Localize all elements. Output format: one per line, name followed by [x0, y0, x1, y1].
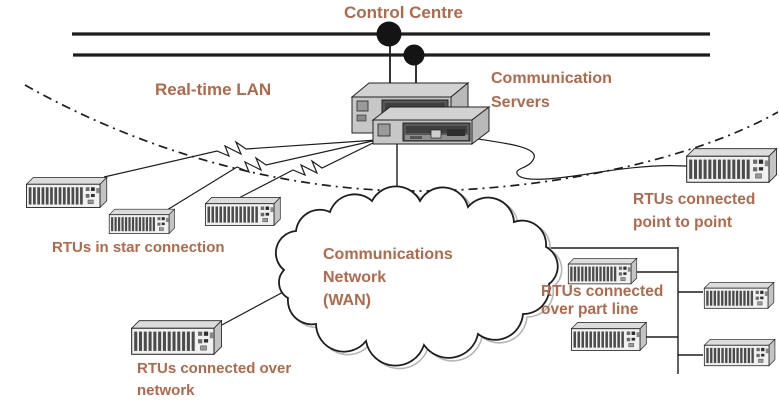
- wan-cloud: [274, 185, 563, 370]
- lan-node-dot-2: [403, 44, 425, 66]
- rtu-device-star-1: [26, 177, 108, 208]
- wan-label: Communications Network (WAN): [323, 243, 453, 312]
- rtu-device-partline-4: [703, 338, 776, 367]
- wan-label-line1: Communications: [323, 246, 453, 263]
- rtus-point-to-point-label-line1: RTUs connected: [633, 191, 756, 208]
- rtus-partline-label-line1: RTUs connected: [541, 283, 664, 300]
- star-connection-links: [103, 139, 378, 211]
- communication-server-lower: [371, 105, 491, 146]
- lan-node-dot-1: [376, 21, 402, 47]
- rtus-network-label: RTUs connected over network: [137, 358, 291, 402]
- star-link-2: [166, 139, 378, 211]
- field-boundary-dashdot-curve: [24, 84, 779, 192]
- realtime-lan-label: Real-time LAN: [155, 80, 272, 99]
- rtus-point-to-point-label: RTUs connected point to point: [633, 188, 755, 234]
- star-link-1: [103, 139, 378, 178]
- rtus-network-label-line1: RTUs connected over: [137, 360, 292, 377]
- star-link-3: [232, 140, 378, 202]
- rtus-star-label: RTUs in star connection: [52, 239, 225, 256]
- rtus-partline-label: RTUs connected over part line: [541, 283, 663, 319]
- control-centre-label: Control Centre: [344, 3, 463, 22]
- communication-servers-label: Communication Servers: [491, 67, 612, 115]
- wan-label-line2: Network: [323, 269, 387, 286]
- rtu-device-partline-1: [567, 257, 638, 285]
- rtus-point-to-point-label-line2: point to point: [633, 214, 732, 231]
- rtu-device-partline-2: [703, 281, 775, 309]
- partline-bus: [637, 247, 703, 374]
- rtu-device-star-3: [204, 196, 281, 226]
- rtu-device-network: [131, 320, 223, 355]
- rtus-network-label-line2: network: [137, 382, 195, 399]
- rtu-device-point-to-point: [686, 148, 778, 183]
- point-to-point-link: [470, 137, 701, 180]
- rtus-partline-label-line2: over part line: [541, 301, 639, 318]
- communication-servers-label-line1: Communication: [491, 70, 612, 87]
- rtu-device-star-2: [108, 208, 175, 234]
- communication-servers-label-line2: Servers: [491, 94, 550, 111]
- rtu-device-partline-3: [570, 321, 647, 351]
- wan-cloud-outline: [274, 185, 559, 367]
- wan-label-line3: (WAN): [323, 292, 371, 309]
